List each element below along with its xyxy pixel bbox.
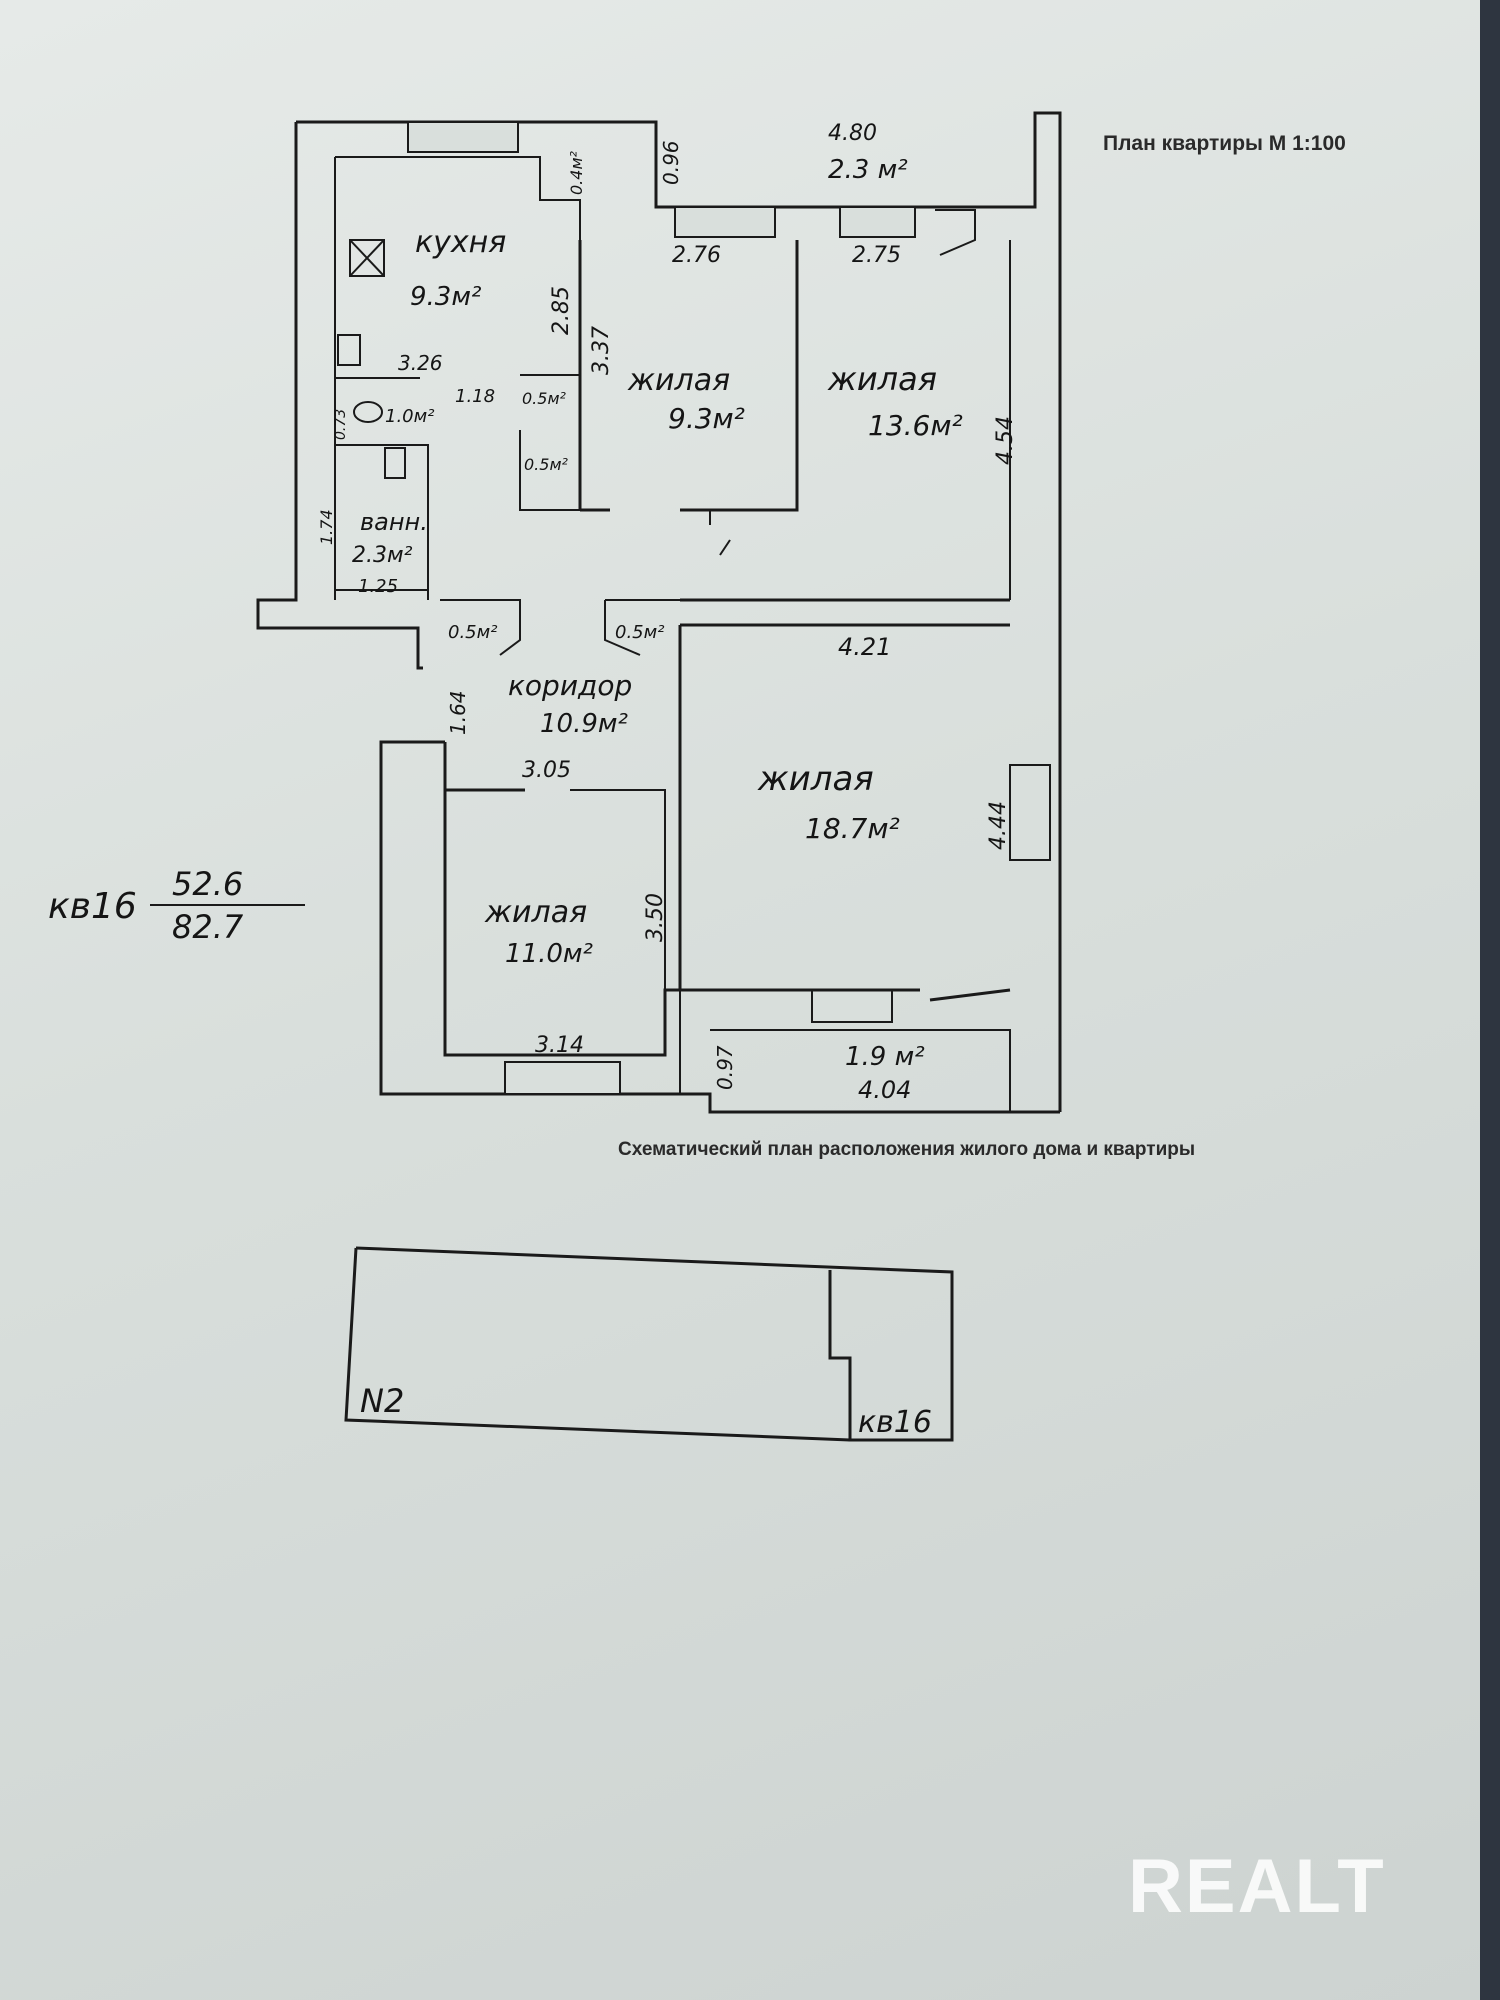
window-room-4 xyxy=(504,1061,621,1095)
unit-label: кв16 xyxy=(858,1405,932,1440)
dim-118: 1.18 xyxy=(455,386,495,407)
realt-watermark: REALT xyxy=(1128,1844,1386,1929)
window-room-3 xyxy=(1009,764,1051,861)
toilet-icon xyxy=(353,401,383,423)
dim-073: 0.73 xyxy=(333,409,349,440)
window-room-2 xyxy=(839,206,916,238)
corridor-name: коридор xyxy=(508,669,632,702)
dim-164: 1.64 xyxy=(446,690,470,735)
living-1-name: жилая xyxy=(627,363,730,398)
living-4-area: 11.0м² xyxy=(505,939,593,969)
dim-350: 3.50 xyxy=(643,893,668,942)
fixtures xyxy=(337,239,731,556)
dim-276: 2.76 xyxy=(672,243,721,268)
bathroom-area: 2.3м² xyxy=(352,543,413,568)
balcony-bottom-depth: 0.97 xyxy=(713,1045,737,1090)
closet-b-area: 0.5м² xyxy=(524,455,569,474)
stove-icon xyxy=(349,239,385,277)
bath-sink-icon xyxy=(384,447,406,479)
dim-421: 4.21 xyxy=(838,633,891,661)
dim-305: 3.05 xyxy=(522,758,571,783)
balcony-bottom-length: 4.04 xyxy=(858,1076,911,1104)
summary-numerator: 52.6 xyxy=(172,865,243,903)
kitchen-name: кухня xyxy=(415,225,506,260)
bathroom-name: ванн. xyxy=(360,508,428,536)
site-plan: N2 кв16 xyxy=(344,1246,954,1442)
site-plan-caption: Схематический план расположения жилого д… xyxy=(618,1139,1195,1160)
closet-a-area: 0.5м² xyxy=(522,389,567,408)
sink-icon xyxy=(337,334,361,366)
dim-275: 2.75 xyxy=(852,243,901,268)
corridor-area: 10.9м² xyxy=(540,709,628,739)
living-3-area: 18.7м² xyxy=(805,812,900,845)
closet-d-area: 0.5м² xyxy=(615,622,664,643)
dim-314: 3.14 xyxy=(535,1033,584,1058)
summary-denominator: 82.7 xyxy=(172,908,244,946)
dim-444: 4.44 xyxy=(986,801,1011,850)
dim-326: 3.26 xyxy=(398,351,443,375)
living-2-name: жилая xyxy=(827,360,937,398)
living-3-name: жилая xyxy=(757,759,874,799)
summary-label: кв16 xyxy=(48,886,137,927)
kitchen-area: 9.3м² xyxy=(410,282,481,312)
wc-area: 1.0м² xyxy=(385,406,434,427)
plan-title: План квартиры М 1:100 xyxy=(1103,132,1346,155)
balcony-top-area: 2.3 м² xyxy=(828,155,908,185)
window-bottom-balcony xyxy=(811,989,893,1023)
living-2-area: 13.6м² xyxy=(868,409,963,442)
exterior-walls xyxy=(256,111,1062,1114)
closet-kitchen-area: 0.4м² xyxy=(567,150,586,195)
living-4-name: жилая xyxy=(484,895,587,930)
area-summary: кв16 52.6 82.7 xyxy=(48,865,305,946)
dim-125: 1.25 xyxy=(358,576,398,597)
dim-285: 2.85 xyxy=(549,286,574,335)
kitchen-window xyxy=(407,121,519,153)
closet-c-area: 0.5м² xyxy=(448,622,497,643)
interior-walls xyxy=(334,156,1011,1112)
window-room-1 xyxy=(674,206,776,238)
dimension-labels: 2.76 2.75 2.85 3.37 3.26 1.18 4.54 4.21 … xyxy=(317,243,1018,1058)
balcony-bottom-area: 1.9 м² xyxy=(845,1042,925,1072)
living-1-area: 9.3м² xyxy=(668,402,745,435)
balcony-top-depth: 0.96 xyxy=(659,140,683,185)
dim-337: 3.37 xyxy=(589,326,614,375)
dim-454: 4.54 xyxy=(993,416,1018,465)
room-labels: кухня 9.3м² жилая 9.3м² жилая 13.6м² жил… xyxy=(352,121,963,1104)
house-number: N2 xyxy=(360,1382,404,1420)
balcony-top-length: 4.80 xyxy=(828,121,877,146)
dim-174: 1.74 xyxy=(317,509,336,545)
